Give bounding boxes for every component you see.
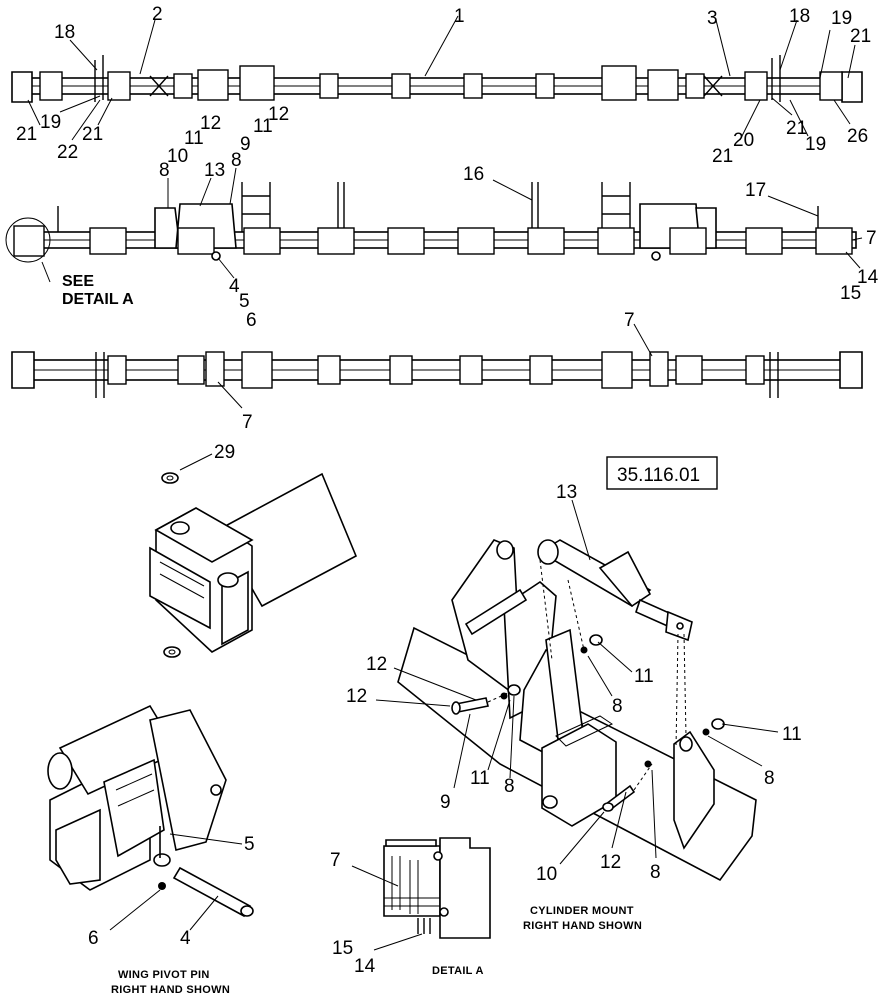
label-12e: 12 <box>600 852 621 873</box>
label-21a: 21 <box>850 26 871 47</box>
bottom-leaders <box>217 323 653 409</box>
label-12a: 12 <box>200 113 221 134</box>
label-7a: 7 <box>866 228 877 249</box>
label-8b: 8 <box>231 150 242 171</box>
label-21b: 21 <box>16 124 37 145</box>
label-10: 10 <box>167 146 188 167</box>
label-6a: 6 <box>246 310 257 331</box>
frame-bottom-view <box>11 351 863 398</box>
label-26: 26 <box>847 126 868 147</box>
label-5b: 5 <box>244 834 255 855</box>
label-11d: 11 <box>782 724 802 745</box>
reference-number: 35.116.01 <box>617 465 700 486</box>
wing-pivot-view: 5 4 6 WING PIVOT PIN RIGHT HAND SHOWN <box>47 704 255 996</box>
label-14b: 14 <box>354 956 376 977</box>
cylinder-leaders <box>375 499 779 865</box>
label-8f: 8 <box>650 862 661 883</box>
see-detail-callout: SEE DETAIL A <box>62 273 134 308</box>
callout-see: SEE <box>62 273 94 290</box>
caption-detail-a: DETAIL A <box>432 965 484 977</box>
label-8e: 8 <box>504 776 515 797</box>
label-1: 1 <box>454 6 465 27</box>
label-19b: 19 <box>40 112 61 133</box>
label-14a: 14 <box>857 267 879 288</box>
label-21e: 21 <box>786 118 807 139</box>
label-4a: 4 <box>229 276 240 297</box>
pivot-block-view: 29 <box>149 442 358 658</box>
cylinder-labels: 13 12 12 11 8 11 11 8 9 8 10 12 8 CYLIND… <box>346 482 802 932</box>
label-13a: 13 <box>204 160 225 181</box>
frame-middle-view <box>5 182 857 283</box>
label-21d: 21 <box>712 146 733 167</box>
label-15a: 15 <box>840 283 861 304</box>
label-12c: 12 <box>366 654 387 675</box>
middle-leaders <box>167 167 863 279</box>
caption-cylinder-2: RIGHT HAND SHOWN <box>523 920 642 932</box>
label-7b: 7 <box>624 310 635 331</box>
label-6b: 6 <box>88 928 99 949</box>
label-11e: 11 <box>470 768 490 789</box>
label-5a: 5 <box>239 291 250 312</box>
label-21c: 21 <box>82 124 103 145</box>
detail-a-view: 7 15 14 DETAIL A <box>330 837 491 977</box>
caption-wing-pivot-2: RIGHT HAND SHOWN <box>111 984 230 996</box>
middle-labels: 12 11 10 8 13 11 12 9 8 16 17 7 4 5 6 14… <box>159 104 879 331</box>
caption-cylinder-1: CYLINDER MOUNT <box>530 905 634 917</box>
frame-top-view <box>11 55 863 103</box>
label-12b: 12 <box>268 104 289 125</box>
label-18b: 18 <box>789 6 810 27</box>
top-leaders <box>27 15 856 141</box>
label-11c: 11 <box>634 666 654 687</box>
label-18a: 18 <box>54 22 75 43</box>
label-22: 22 <box>57 142 78 163</box>
label-8a: 8 <box>159 160 170 181</box>
label-11b: 11 <box>253 116 273 137</box>
callout-detail-a: DETAIL A <box>62 291 134 308</box>
label-7c: 7 <box>242 412 253 433</box>
label-7d: 7 <box>330 850 341 871</box>
label-3: 3 <box>707 8 718 29</box>
label-10b: 10 <box>536 864 557 885</box>
label-12d: 12 <box>346 686 367 707</box>
caption-wing-pivot-1: WING PIVOT PIN <box>118 969 210 981</box>
label-4b: 4 <box>180 928 191 949</box>
label-15b: 15 <box>332 938 353 959</box>
label-29: 29 <box>214 442 235 463</box>
label-16: 16 <box>463 164 484 185</box>
top-labels: 18 2 1 3 18 19 21 21 19 22 21 20 21 21 1… <box>16 4 871 167</box>
label-20: 20 <box>733 130 754 151</box>
label-8c: 8 <box>612 696 623 717</box>
label-2: 2 <box>152 4 163 25</box>
bottom-labels: 7 7 <box>242 310 635 433</box>
reference-box: 35.116.01 <box>606 456 718 490</box>
label-17: 17 <box>745 180 766 201</box>
label-11a: 11 <box>184 128 204 149</box>
label-19c: 19 <box>805 134 826 155</box>
label-9a: 9 <box>240 134 251 155</box>
cylinder-mount-view <box>397 539 757 882</box>
label-8d: 8 <box>764 768 775 789</box>
label-9b: 9 <box>440 792 451 813</box>
label-13b: 13 <box>556 482 577 503</box>
label-19a: 19 <box>831 8 852 29</box>
